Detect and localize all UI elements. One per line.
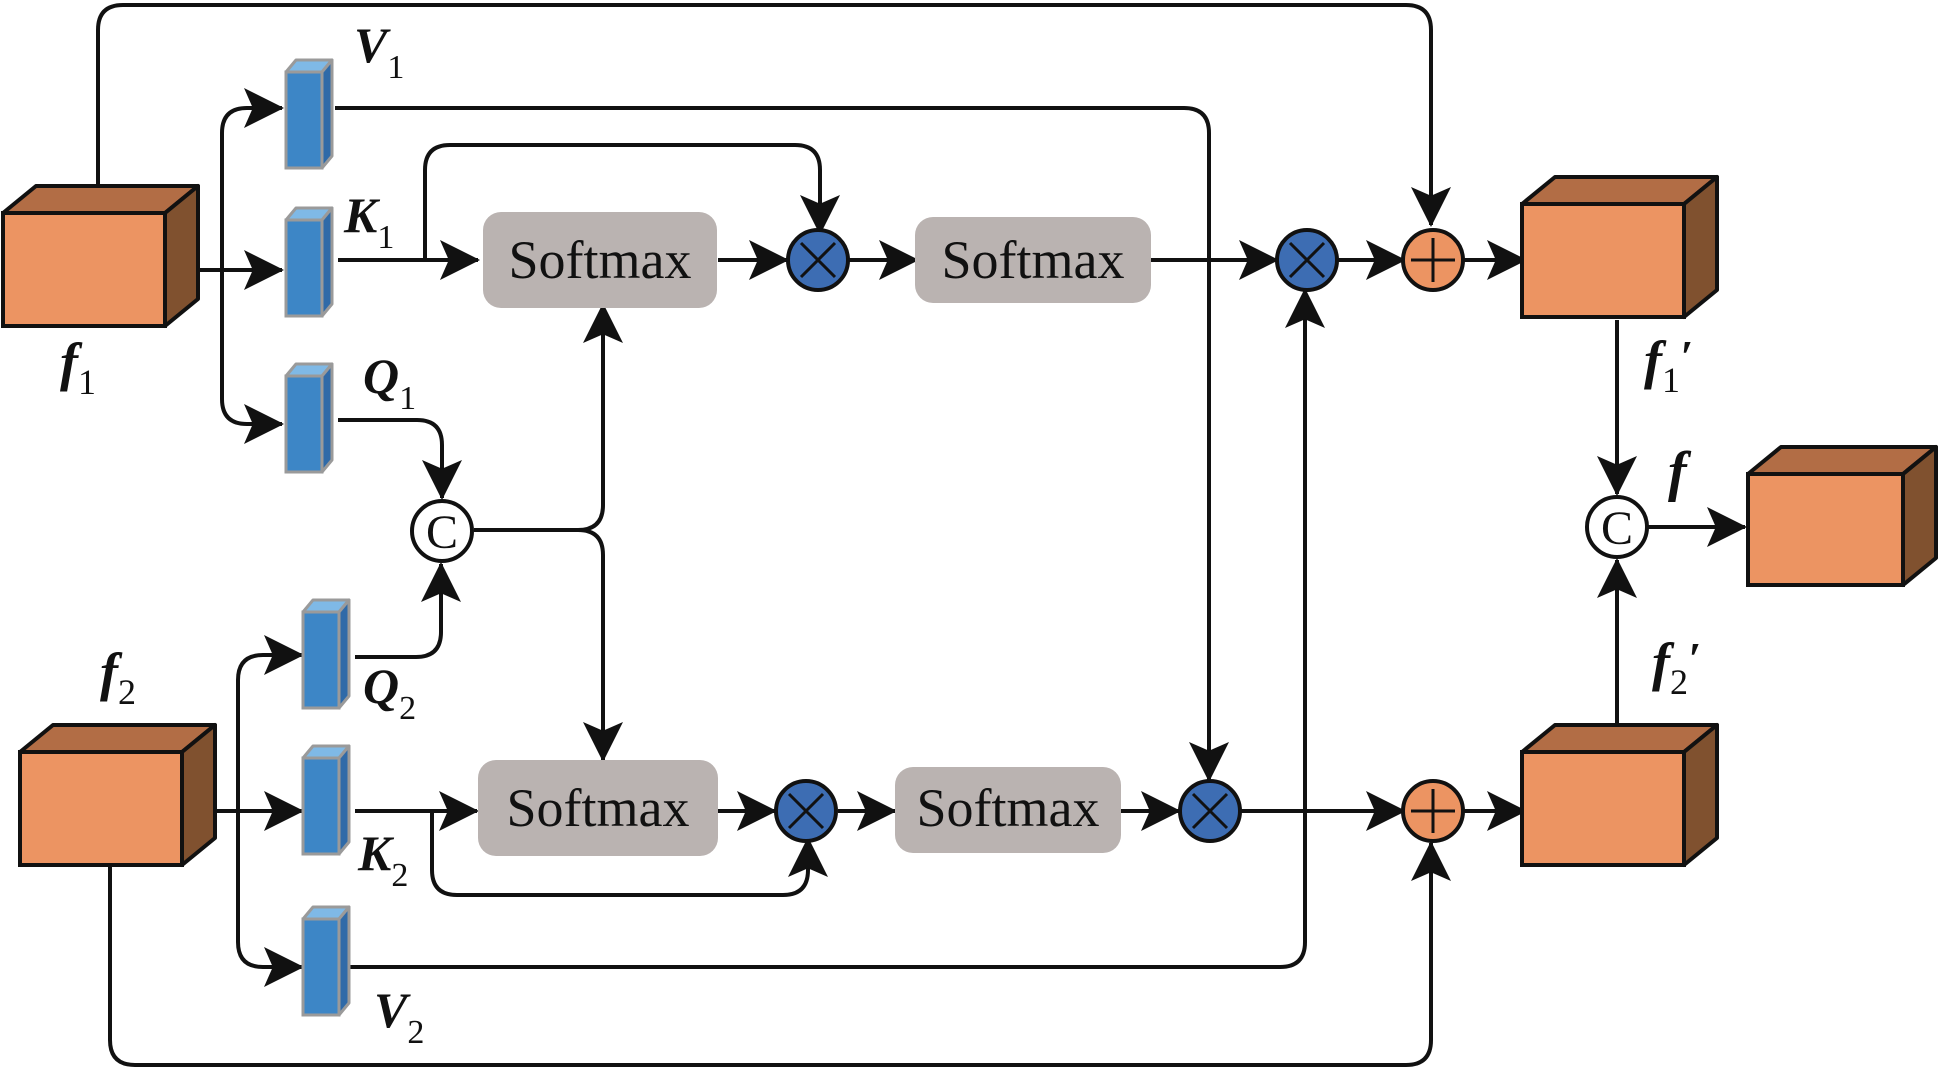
multiply-icon (1275, 228, 1339, 292)
f2-cube (18, 723, 217, 867)
f-output-label: f (1668, 441, 1692, 503)
k2-vector (301, 744, 351, 856)
v1-vector (284, 58, 334, 170)
f2-prime-cube (1520, 723, 1719, 867)
f2-prime-mark: ′ (1688, 633, 1701, 684)
softmax-label: Softmax (509, 230, 692, 290)
k1-label: K1 (343, 187, 394, 256)
softmax-block-bottom-2: Softmax (895, 767, 1121, 853)
f2-prime-label: f2′ (1652, 632, 1701, 702)
v1-label: V1 (354, 17, 404, 86)
f1-prime-label: f1′ (1644, 330, 1693, 400)
k1-label-sub: 1 (377, 219, 394, 256)
softmax-block-bottom-1: Softmax (478, 760, 718, 856)
f2-prime-label-sub: 2 (1670, 662, 1688, 702)
k1-vector (284, 206, 334, 318)
softmax-block-top-1: Softmax (483, 212, 717, 308)
f2-label-sub: 2 (118, 672, 136, 712)
v2-label: V2 (374, 982, 424, 1051)
k2-label: K2 (357, 825, 408, 894)
f1-label: f1 (60, 332, 96, 402)
multiply-icon (1178, 779, 1242, 843)
k1-label-main: K (343, 187, 381, 243)
v2-label-sub: 2 (407, 1014, 424, 1051)
concat-node: C (1585, 495, 1649, 559)
q1-label-main: Q (363, 348, 399, 404)
f-output-label-main: f (1668, 441, 1692, 503)
softmax-label: Softmax (507, 778, 690, 838)
connection-lines (96, 3, 1747, 1067)
f2-prime-label-main: f (1652, 632, 1675, 692)
v2-vector (301, 905, 351, 1017)
f1-prime-cube (1520, 175, 1719, 319)
f1-prime-label-sub: 1 (1662, 360, 1680, 400)
f2-label-main: f (100, 642, 123, 702)
q1-vector (284, 362, 334, 474)
f-output-cube (1746, 445, 1938, 587)
add-icon (1401, 228, 1465, 292)
add-icon (1401, 779, 1465, 843)
concat-label: C (1601, 502, 1633, 555)
v1-label-main: V (354, 17, 391, 73)
q2-label-main: Q (363, 658, 399, 714)
v2-label-main: V (374, 982, 411, 1038)
f1-label-main: f (60, 332, 83, 392)
f1-label-sub: 1 (78, 362, 96, 402)
f2-label: f2 (100, 642, 136, 712)
k2-label-sub: 2 (391, 857, 408, 894)
softmax-label: Softmax (942, 230, 1125, 290)
k2-label-main: K (357, 825, 395, 881)
v1-label-sub: 1 (387, 49, 404, 86)
softmax-label: Softmax (917, 778, 1100, 838)
concat-node: C (410, 499, 474, 563)
f1-prime-label-main: f (1644, 330, 1667, 390)
concat-label: C (426, 506, 458, 559)
q2-label: Q2 (363, 658, 416, 727)
q1-label: Q1 (363, 348, 416, 417)
q2-vector (301, 598, 351, 710)
f1-cube (1, 184, 200, 328)
q1-label-sub: 1 (399, 380, 416, 417)
f1-prime-mark: ′ (1680, 331, 1693, 382)
multiply-icon (774, 779, 838, 843)
q2-label-sub: 2 (399, 690, 416, 727)
multiply-icon (786, 228, 850, 292)
softmax-block-top-2: Softmax (915, 217, 1151, 303)
